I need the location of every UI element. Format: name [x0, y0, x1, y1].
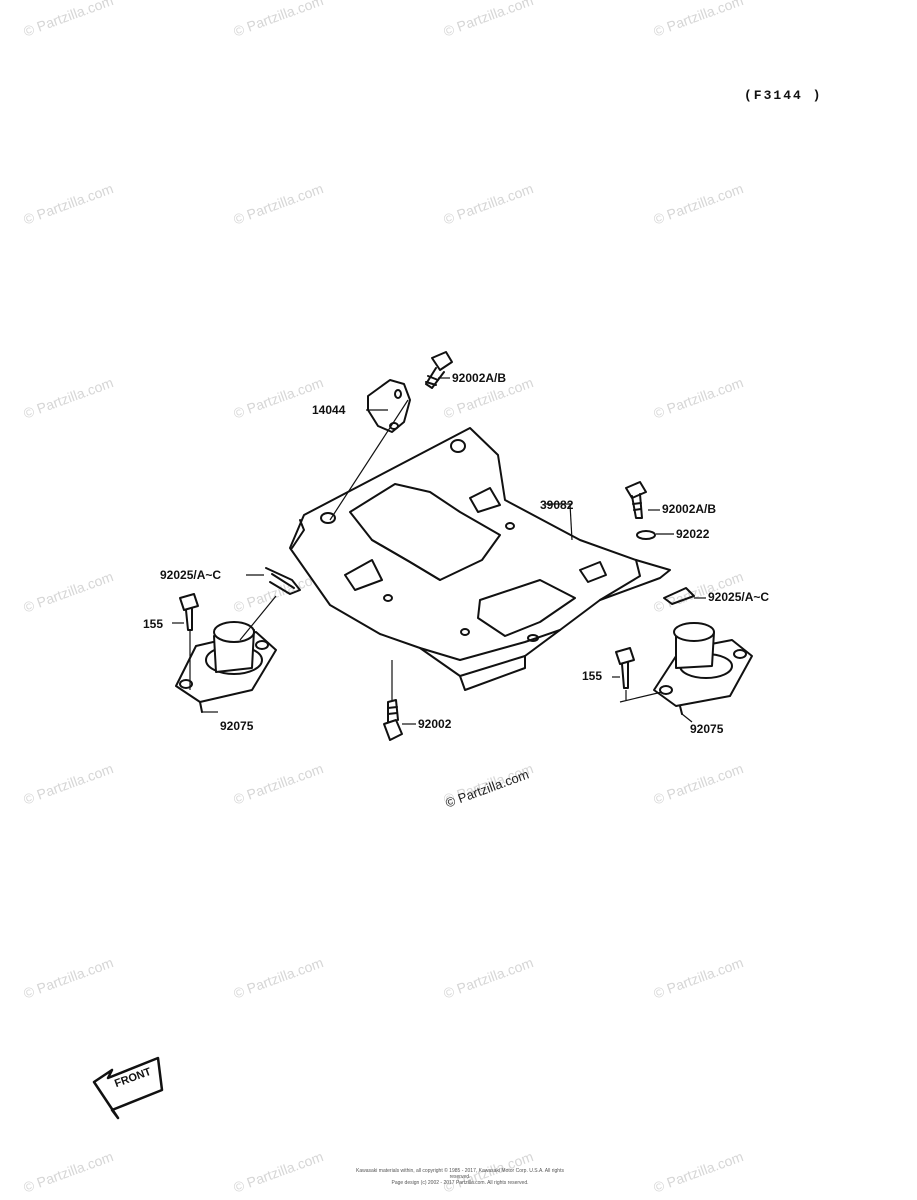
- callout-clip-left: 92025/A~C: [160, 568, 222, 582]
- mount-right: [653, 622, 753, 715]
- front-arrow: [92, 1056, 164, 1120]
- callout-bolt-top: 92002A/B: [452, 371, 507, 385]
- copyright-footer: Kawasaki materials within, all copyright…: [350, 1168, 570, 1186]
- bolt-right: [625, 481, 647, 519]
- footer-line-2: Page design (c) 2002 - 2017 Partzilla.co…: [391, 1180, 529, 1186]
- washer-92022: [636, 530, 656, 540]
- callout-mount-left: 92075: [220, 719, 254, 733]
- leader-lines: [172, 377, 706, 725]
- callout-bolt-small-right: 155: [582, 669, 603, 683]
- callout-clip-right: 92025/A~C: [708, 590, 770, 604]
- clip-right: [663, 587, 695, 605]
- frame-39082: [289, 427, 671, 691]
- plate-14044: [367, 379, 411, 433]
- bolt-small-left: [179, 593, 199, 631]
- callout-washer: 92022: [676, 527, 710, 541]
- diagram-code: (F3144 ): [744, 88, 823, 103]
- callout-frame: 39082: [540, 498, 574, 512]
- footer-line-1: Kawasaki materials within, all copyright…: [356, 1168, 564, 1180]
- mount-left: [175, 621, 277, 713]
- callout-bolt-right: 92002A/B: [662, 502, 717, 516]
- bolt-small-right: [615, 647, 635, 689]
- callout-plate: 14044: [312, 403, 346, 417]
- callout-bolt-bottom: 92002: [418, 717, 452, 731]
- bolt-bottom: [383, 699, 403, 741]
- bolt-top: [425, 351, 453, 389]
- callout-bolt-small-left: 155: [143, 617, 164, 631]
- clip-left: [265, 567, 301, 595]
- callout-mount-right: 92075: [690, 722, 724, 736]
